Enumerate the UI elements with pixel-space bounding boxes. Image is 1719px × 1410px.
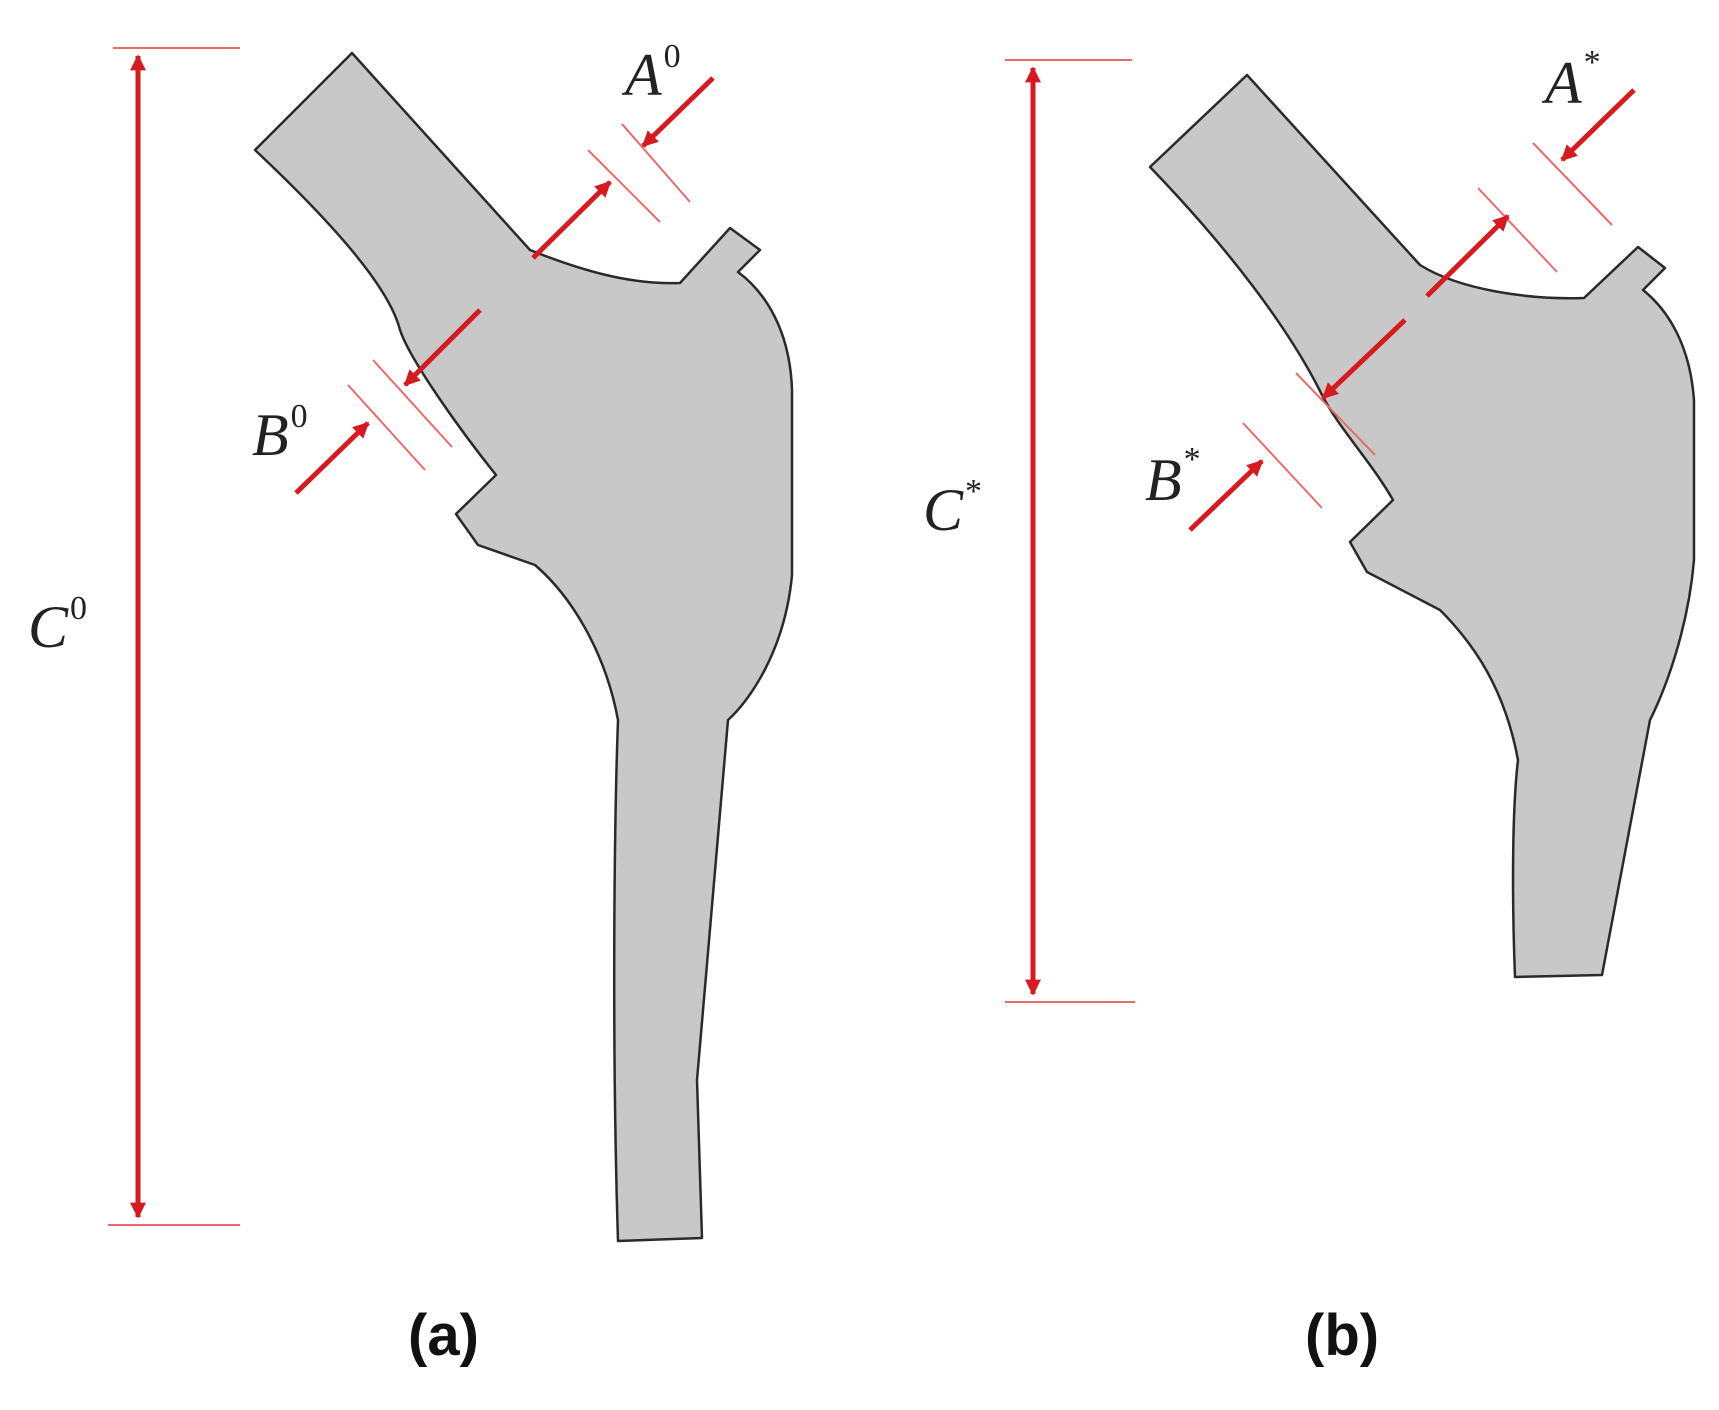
b0-ref-line-1 <box>347 384 426 471</box>
a0-ref-line-1 <box>587 149 661 223</box>
bstar-ref-line-1 <box>1242 422 1323 509</box>
label-a0: A0 <box>621 38 681 108</box>
astar-arrow-outward <box>1425 214 1510 298</box>
panel-a: C0 A0 B0 (a) <box>28 38 794 1368</box>
label-astar: A* <box>1541 44 1601 116</box>
bstar-ref-line-2 <box>1295 372 1376 456</box>
astar-arrow-inward <box>1560 88 1636 162</box>
caption-a: (a) <box>408 1303 479 1368</box>
a0-arrow-inward <box>641 76 715 148</box>
a0-ref-line-2 <box>621 123 691 203</box>
bstar-arrow-inward <box>1188 459 1264 532</box>
caption-b: (b) <box>1305 1303 1379 1368</box>
label-bstar: B* <box>1145 441 1201 513</box>
b0-arrow-inward <box>294 421 370 495</box>
implant-stem-b <box>1148 73 1696 979</box>
bstar-arrow-outward <box>1321 318 1407 400</box>
b0-ref-line-2 <box>372 359 453 448</box>
label-c0: C0 <box>28 590 87 660</box>
implant-stem-a <box>253 51 794 1243</box>
panel-b: C* A* B* (b) <box>923 44 1696 1368</box>
astar-ref-line-1 <box>1477 187 1558 273</box>
astar-ref-line-2 <box>1532 142 1613 226</box>
label-cstar: C* <box>923 473 982 543</box>
a0-arrow-outward <box>531 180 612 260</box>
b0-arrow-outward <box>403 308 482 387</box>
label-b0: B0 <box>252 398 308 468</box>
